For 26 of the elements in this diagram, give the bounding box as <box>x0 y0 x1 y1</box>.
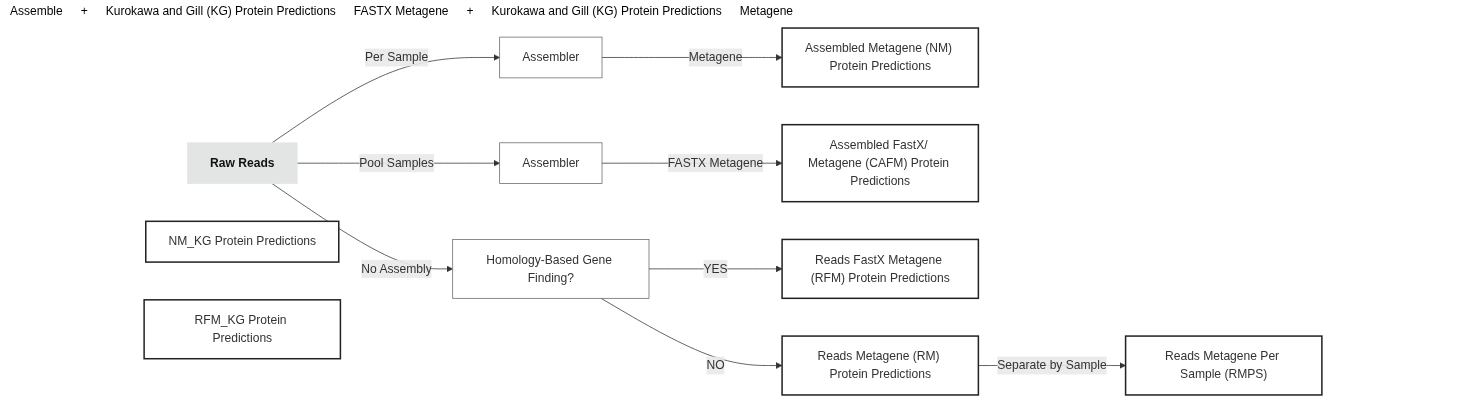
annotation-text: Metagene <box>739 4 794 18</box>
node-box: Assembled FastX/ Metagene (CAFM) Protein Predictions <box>781 123 980 203</box>
annotation-text: + <box>466 4 474 18</box>
edge-label: NO <box>706 358 725 372</box>
edge-label: Per Sample <box>364 50 429 64</box>
node-box: Raw Reads <box>187 142 298 184</box>
edge-label: FASTX Metagene <box>667 156 764 170</box>
node-box: Reads Metagene (RM) Protein Predictions <box>781 335 980 396</box>
annotation-text: + <box>80 4 88 18</box>
edge-label: Pool Samples <box>359 156 434 170</box>
node-box: Assembler <box>499 142 603 184</box>
edge-label: YES <box>703 262 728 275</box>
annotation-text: Kurokawa and Gill (KG) Protein Predictions <box>491 4 722 18</box>
node-box: Assembler <box>499 36 603 79</box>
node-box: Homology-Based Gene Finding? <box>452 239 650 299</box>
annotation-text: Assemble <box>10 4 63 18</box>
node-box: RFM_KG Protein Predictions <box>143 299 342 360</box>
edge-label: No Assembly <box>361 262 432 275</box>
annotation-text: FASTX Metagene <box>353 4 449 18</box>
node-box: NM_KG Protein Predictions <box>145 220 340 263</box>
annotation-text: Kurokawa and Gill (KG) Protein Predictions <box>105 4 336 18</box>
node-box: Reads Metagene Per Sample (RMPS) <box>1124 335 1323 396</box>
node-box: Assembled Metagene (NM) Protein Predictions <box>781 27 980 88</box>
node-box: Reads FastX Metagene (RFM) Protein Predictions <box>781 238 980 300</box>
edge-label: Metagene <box>688 50 743 64</box>
edge-label: Separate by Sample <box>997 358 1107 372</box>
